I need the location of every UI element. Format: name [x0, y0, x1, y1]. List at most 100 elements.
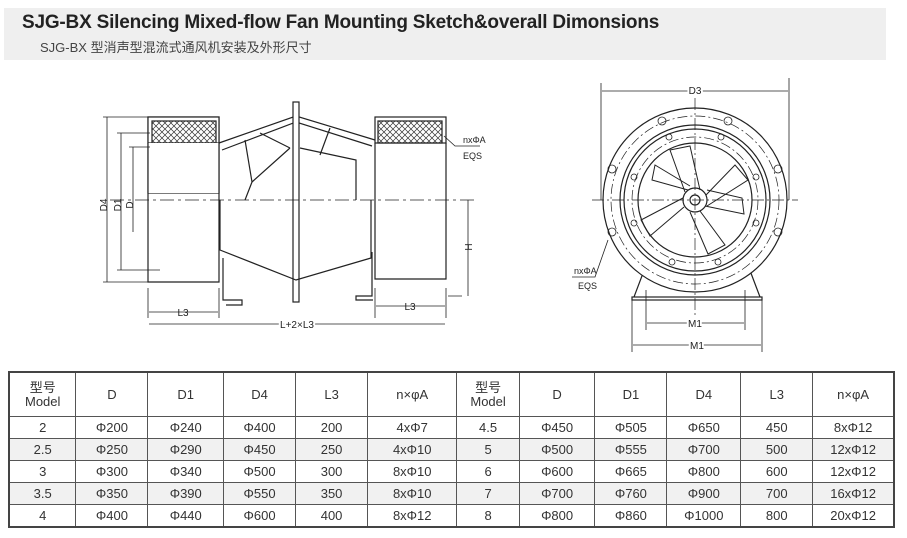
page-title: SJG-BX Silencing Mixed-flow Fan Mounting…	[22, 12, 660, 33]
table-cell: 3	[8, 460, 77, 483]
page-subtitle: SJG-BX 型消声型混流式通风机安装及外形尺寸	[40, 40, 312, 55]
table-cell: Φ600	[222, 504, 297, 528]
table-cell: Φ700	[518, 482, 596, 505]
table-cell: 4xΦ7	[367, 416, 458, 439]
table-cell: Φ340	[147, 460, 224, 483]
table-cell: Φ800	[666, 460, 742, 483]
column-header: 型号 Model	[456, 371, 520, 417]
table-cell: 300	[295, 460, 369, 483]
table-cell: Φ400	[222, 416, 297, 439]
side-view-labels: D4 D1 D H L3 L3 L+2×L3 nxΦA EQS	[99, 135, 486, 333]
table-cell: Φ700	[666, 438, 742, 461]
label-l3-left: L3	[177, 308, 189, 319]
table-cell: Φ760	[594, 482, 668, 505]
column-header: n×φA	[367, 371, 458, 417]
table-cell: 450	[740, 416, 814, 439]
table-cell: 4xΦ10	[367, 438, 458, 461]
table-cell: Φ650	[666, 416, 742, 439]
left-acoustic-lining	[151, 120, 217, 144]
right-acoustic-lining	[377, 120, 443, 144]
table-cell: Φ440	[147, 504, 224, 528]
side-view-drawing	[103, 101, 480, 325]
table-cell: 400	[295, 504, 369, 528]
table-cell: Φ600	[518, 460, 596, 483]
table-cell: 4.5	[456, 416, 520, 439]
table-cell: 250	[295, 438, 369, 461]
table-cell: Φ240	[147, 416, 224, 439]
table-cell: 12xΦ12	[812, 460, 895, 483]
table-cell: 8xΦ10	[367, 460, 458, 483]
table-cell: 6	[456, 460, 520, 483]
front-view-drawing	[572, 78, 798, 352]
left-foot	[222, 258, 243, 306]
column-header: D1	[147, 371, 224, 417]
table-cell: Φ250	[75, 438, 149, 461]
column-header: 型号 Model	[8, 371, 77, 417]
column-header: D1	[594, 371, 668, 417]
label-d1: D1	[113, 198, 124, 211]
label-front-eqs: EQS	[578, 281, 597, 291]
column-header: D4	[222, 371, 297, 417]
table-cell: 12xΦ12	[812, 438, 895, 461]
table-cell: 7	[456, 482, 520, 505]
column-header: D4	[666, 371, 742, 417]
table-cell: Φ665	[594, 460, 668, 483]
column-header: L3	[740, 371, 814, 417]
center-flange	[292, 101, 300, 303]
table-cell: Φ390	[147, 482, 224, 505]
flange-bolt-holes	[607, 116, 783, 266]
table-cell: 2	[8, 416, 77, 439]
label-eqs: EQS	[463, 151, 482, 161]
table-cell: 8xΦ12	[367, 504, 458, 528]
table-cell: Φ555	[594, 438, 668, 461]
table-cell: 3.5	[8, 482, 77, 505]
table-cell: 500	[740, 438, 814, 461]
label-d: D	[125, 201, 136, 208]
label-m-outer: M1	[690, 341, 704, 352]
table-cell: 20xΦ12	[812, 504, 895, 528]
label-d3: D3	[689, 86, 702, 97]
table-cell: Φ800	[518, 504, 596, 528]
column-header: L3	[295, 371, 369, 417]
table-cell: 200	[295, 416, 369, 439]
table-cell: 800	[740, 504, 814, 528]
table-cell: 5	[456, 438, 520, 461]
front-view-labels: D3 M1 M1 nxΦA EQS	[574, 84, 706, 354]
table-cell: Φ400	[75, 504, 149, 528]
table-cell: Φ1000	[666, 504, 742, 528]
table-cell: 4	[8, 504, 77, 528]
table-cell: Φ505	[594, 416, 668, 439]
column-header: D	[75, 371, 149, 417]
label-l3-right: L3	[404, 302, 416, 313]
table-cell: Φ290	[147, 438, 224, 461]
title-banner: SJG-BX Silencing Mixed-flow Fan Mounting…	[4, 8, 886, 60]
table-cell: Φ450	[222, 438, 297, 461]
table-cell: 8xΦ12	[812, 416, 895, 439]
table-cell: 8	[456, 504, 520, 528]
label-h: H	[464, 243, 475, 250]
table-cell: Φ300	[75, 460, 149, 483]
table-cell: Φ350	[75, 482, 149, 505]
label-front-flange-holes: nxΦA	[574, 266, 597, 276]
label-m-inner: M1	[688, 319, 702, 330]
label-d4: D4	[99, 198, 110, 211]
table-cell: Φ500	[518, 438, 596, 461]
table-cell: Φ450	[518, 416, 596, 439]
table-cell: 600	[740, 460, 814, 483]
table-cell: Φ860	[594, 504, 668, 528]
label-total-length: L+2×L3	[280, 320, 314, 331]
table-cell: Φ550	[222, 482, 297, 505]
right-foot	[355, 252, 373, 301]
table-cell: Φ200	[75, 416, 149, 439]
column-header: n×φA	[812, 371, 895, 417]
table-cell: 8xΦ10	[367, 482, 458, 505]
table-cell: 2.5	[8, 438, 77, 461]
